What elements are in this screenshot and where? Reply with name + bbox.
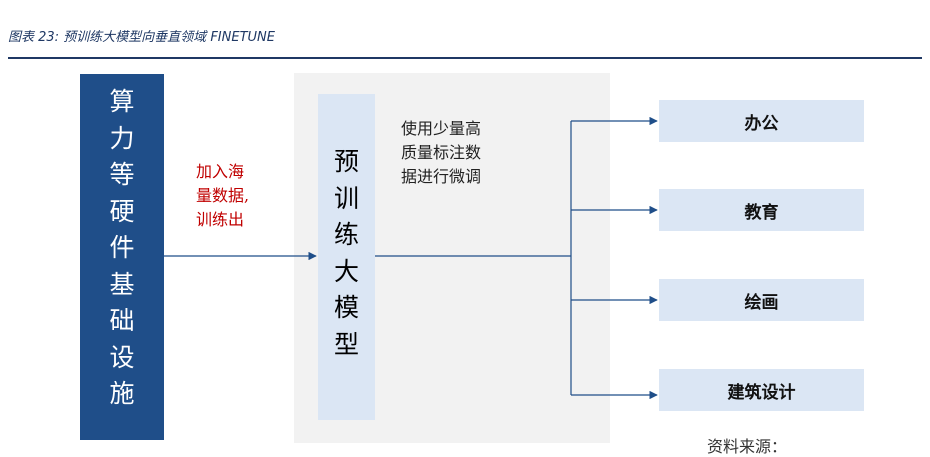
infrastructure-char: 算 bbox=[109, 87, 135, 116]
infrastructure-char: 施 bbox=[109, 379, 135, 408]
target-office: 办公 bbox=[659, 100, 864, 142]
model-char: 练 bbox=[333, 220, 359, 249]
infrastructure-char: 基 bbox=[109, 269, 135, 299]
pretrained-model-box: 预 训 练 大 模 型 bbox=[318, 94, 375, 420]
finetune-label-line: 据进行微调 bbox=[401, 167, 482, 186]
model-char: 预 bbox=[333, 147, 359, 176]
training-edge-label-line: 量数据, bbox=[196, 186, 250, 205]
target-painting: 绘画 bbox=[659, 279, 864, 321]
model-char: 训 bbox=[333, 183, 359, 213]
infrastructure-char: 力 bbox=[109, 123, 135, 153]
caption-divider bbox=[8, 57, 922, 59]
training-edge-label-line: 训练出 bbox=[196, 210, 245, 229]
target-education: 教育 bbox=[659, 189, 864, 231]
figure-caption: 图表 23: 预训练大模型向垂直领域 FINETUNE bbox=[8, 30, 275, 45]
infrastructure-char: 等 bbox=[109, 160, 135, 189]
training-edge-label: 加入海 量数据, 训练出 bbox=[196, 160, 296, 232]
infrastructure-char: 设 bbox=[109, 342, 135, 372]
connector-arrows bbox=[164, 116, 658, 400]
model-char: 大 bbox=[333, 256, 359, 286]
finetune-label: 使用少量高 质量标注数 据进行微调 bbox=[401, 117, 531, 189]
infrastructure-char: 硬 bbox=[109, 196, 135, 226]
model-char: 型 bbox=[333, 329, 359, 359]
source-note-clipped: 资料来源： bbox=[707, 437, 788, 456]
finetune-label-line: 使用少量高 bbox=[401, 119, 482, 138]
training-edge-label-line: 加入海 bbox=[196, 162, 245, 181]
target-architecture-design: 建筑设计 bbox=[659, 369, 864, 411]
infrastructure-char: 础 bbox=[109, 306, 135, 335]
infrastructure-char: 件 bbox=[109, 233, 135, 262]
infrastructure-box: 算 力 等 硬 件 基 础 设 施 bbox=[80, 74, 164, 440]
model-char: 模 bbox=[333, 293, 359, 322]
finetune-label-line: 质量标注数 bbox=[401, 143, 482, 162]
